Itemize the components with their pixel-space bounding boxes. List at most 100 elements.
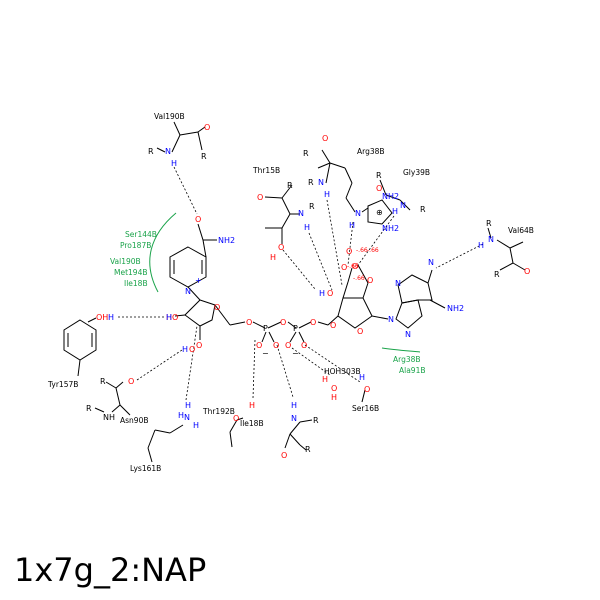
atom-h: H bbox=[319, 289, 325, 298]
atom-r: R bbox=[86, 404, 92, 413]
atom-o: O bbox=[346, 247, 352, 256]
atom-ho: HO bbox=[166, 313, 178, 322]
hydrophobic-label-ser144b: Ser144B bbox=[125, 230, 157, 239]
atom-charge-minus: − bbox=[292, 349, 299, 358]
atom-partial-charge: -.66 bbox=[367, 247, 379, 254]
atom-h: H bbox=[108, 313, 114, 322]
atom-h: H bbox=[249, 401, 255, 410]
residue-labels: Val190B Thr15B Arg38B Gly39B Val64B Tyr1… bbox=[47, 112, 534, 473]
atom-o: O bbox=[524, 267, 530, 276]
atom-o: O bbox=[233, 414, 239, 423]
residue-label-gly39b: Gly39B bbox=[403, 168, 430, 177]
atom-h: H bbox=[185, 401, 191, 410]
atom-o: O bbox=[352, 262, 358, 271]
residue-label-val190b: Val190B bbox=[154, 112, 185, 121]
page-title: 1x7g_2:NAP bbox=[14, 551, 207, 589]
residue-label-tyr157b: Tyr157B bbox=[47, 380, 78, 389]
hydrophobic-label-ile18b: Ile18B bbox=[124, 279, 148, 288]
atom-r: R bbox=[494, 270, 500, 279]
atom-o: O bbox=[196, 341, 202, 350]
atom-charge-plus: + bbox=[195, 276, 202, 285]
atom-r: R bbox=[376, 171, 382, 180]
atom-h: H bbox=[166, 313, 172, 322]
atom-o: O bbox=[330, 321, 336, 330]
residue-label-val64b: Val64B bbox=[508, 226, 534, 235]
hydrophobic-label-arg38b: Arg38B bbox=[393, 355, 421, 364]
atom-charge-minus: − bbox=[262, 349, 269, 358]
atom-h: H bbox=[349, 221, 355, 230]
atom-nh2: NH2 bbox=[447, 304, 464, 313]
atom-r: R bbox=[287, 181, 293, 190]
atom-nh2: NH2 bbox=[218, 236, 235, 245]
atom-r: R bbox=[148, 147, 154, 156]
atom-n: N bbox=[318, 178, 324, 187]
residue-label-ser16b: Ser16B bbox=[352, 404, 379, 413]
atom-n: N bbox=[400, 201, 406, 210]
atom-o: O bbox=[204, 123, 210, 132]
atom-o: O bbox=[357, 327, 363, 336]
hydrophobic-label-val190b: Val190B bbox=[110, 257, 141, 266]
atom-n: N bbox=[388, 315, 394, 324]
atom-o: O bbox=[280, 318, 286, 327]
atom-partial-charge: -.66 bbox=[356, 247, 368, 254]
hydrophobic-label-met194b: Met194B bbox=[114, 268, 148, 277]
atom-r: R bbox=[309, 202, 315, 211]
atom-h: H bbox=[270, 253, 276, 262]
atom-o: O bbox=[128, 377, 134, 386]
hydrophobic-label-ala91b: Ala91B bbox=[399, 366, 426, 375]
hydrophobic-arc-left bbox=[149, 212, 177, 293]
atom-o: O bbox=[310, 318, 316, 327]
residue-label-arg38b: Arg38B bbox=[357, 147, 385, 156]
atom-h: H bbox=[178, 411, 184, 420]
atom-r: R bbox=[305, 445, 311, 454]
residue-label-thr192b: Thr192B bbox=[202, 407, 235, 416]
atom-nh: NH bbox=[103, 413, 115, 422]
atom-o: O bbox=[278, 243, 284, 252]
ligand-bonds bbox=[63, 121, 526, 463]
residue-label-thr15b: Thr15B bbox=[252, 166, 280, 175]
atom-o: O bbox=[189, 345, 195, 354]
atom-n: N bbox=[395, 279, 401, 288]
atom-partial-charge: -.66 bbox=[347, 263, 359, 270]
atom-o: O bbox=[331, 384, 337, 393]
hydrophobic-arc-right bbox=[381, 347, 421, 353]
atom-o: O bbox=[364, 385, 370, 394]
atom-r: R bbox=[420, 205, 426, 214]
atom-p: P bbox=[293, 324, 298, 333]
atom-o: O bbox=[367, 276, 373, 285]
atom-o: O bbox=[301, 341, 307, 350]
atom-n: N bbox=[488, 235, 494, 244]
atom-oh: OH bbox=[96, 313, 108, 322]
atom-partial-charge: -.66 bbox=[353, 275, 365, 282]
hydrogen-bonds bbox=[118, 166, 484, 401]
atom-r: R bbox=[486, 219, 492, 228]
atom-o: O bbox=[256, 341, 262, 350]
atom-n: N bbox=[355, 209, 361, 218]
hydrophobic-residues-left: Ser144B Pro187B Val190B Met194B Ile18B bbox=[110, 230, 157, 288]
residue-label-lys161b: Lys161B bbox=[130, 464, 161, 473]
atom-n: N bbox=[185, 287, 191, 296]
atom-r: R bbox=[313, 416, 319, 425]
atom-n: N bbox=[428, 258, 434, 267]
atom-h: H bbox=[291, 401, 297, 410]
atom-ring-plus: ⊕ bbox=[376, 208, 383, 217]
atom-o: O bbox=[376, 184, 382, 193]
atom-o: O bbox=[327, 289, 333, 298]
atom-labels: R N H O R O NH2 N + O HO H O H O OH H O … bbox=[86, 123, 530, 460]
atom-r: R bbox=[308, 178, 314, 187]
atom-n: N bbox=[165, 147, 171, 156]
atom-h: H bbox=[478, 241, 484, 250]
atom-h: H bbox=[304, 223, 310, 232]
atom-r: R bbox=[201, 152, 207, 161]
atom-o: O bbox=[257, 193, 263, 202]
residue-label-hoh303b: HOH303B bbox=[324, 367, 361, 376]
atom-o: O bbox=[285, 341, 291, 350]
atom-h: H bbox=[171, 159, 177, 168]
residue-label-ile18b: Ile18B bbox=[240, 419, 264, 428]
atom-o: O bbox=[273, 341, 279, 350]
atom-nh2: NH2 bbox=[382, 224, 399, 233]
atom-n: N bbox=[298, 209, 304, 218]
atom-r: R bbox=[100, 377, 106, 386]
residue-label-asn90b: Asn90B bbox=[120, 416, 148, 425]
